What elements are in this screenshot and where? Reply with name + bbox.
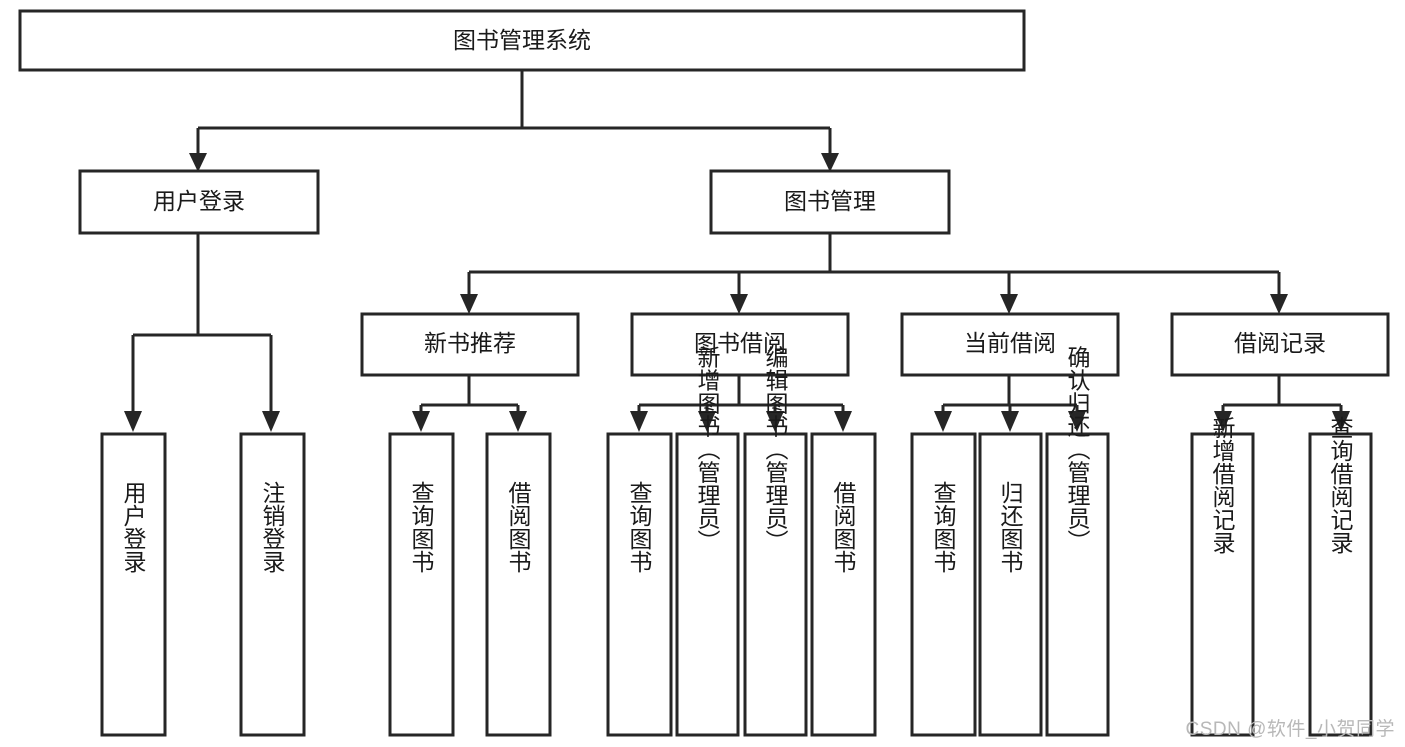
node-root-box[interactable] [18, 9, 1026, 72]
node-book-borrow-label: 图书借阅 [694, 330, 786, 356]
node-new-book-rec[interactable]: 新书推荐 [360, 312, 580, 377]
node-leaf-add-record-label: 新增借阅记录 [1209, 416, 1236, 554]
node-leaf-borrow-book-2[interactable]: 借阅图书 [810, 432, 877, 737]
arrowhead-book-mgmt [821, 153, 839, 172]
arrowhead-book-borrow [730, 294, 748, 314]
node-leaf-borrow-book-2-label: 借阅图书 [830, 481, 857, 573]
node-leaf-logout[interactable]: 注销登录 [239, 432, 306, 737]
arrowhead-leaf-edit-book [766, 411, 784, 432]
node-leaf-edit-book-box[interactable] [743, 432, 808, 737]
node-leaf-add-record-box[interactable] [1190, 432, 1255, 737]
connector-layer [124, 70, 1350, 432]
node-leaf-user-login-label: 用户登录 [120, 481, 147, 573]
node-root-label: 图书管理系统 [453, 27, 591, 53]
node-new-book-rec-label: 新书推荐 [424, 330, 516, 356]
node-leaf-borrow-book-2-box[interactable] [810, 432, 877, 737]
node-leaf-edit-book-label: 编辑图书（管理员） [762, 346, 789, 553]
arrowhead-leaf-user-login [124, 411, 142, 432]
node-leaf-add-book-box[interactable] [675, 432, 740, 737]
node-new-book-rec-box[interactable] [360, 312, 580, 377]
node-leaf-return-book-label: 归还图书 [997, 481, 1024, 573]
arrowhead-leaf-return-book [1001, 411, 1019, 432]
arrowhead-leaf-add-record [1214, 411, 1232, 432]
node-user-login-box[interactable] [78, 169, 320, 235]
arrowhead-leaf-borrow-book-2 [834, 411, 852, 432]
node-leaf-query-book-1-box[interactable] [388, 432, 455, 737]
arrowhead-leaf-query-record [1332, 411, 1350, 432]
node-leaf-return-book[interactable]: 归还图书 [978, 432, 1043, 737]
arrowhead-new-book-rec [460, 294, 478, 314]
node-leaf-add-book[interactable]: 新增图书（管理员） [675, 346, 740, 737]
node-leaf-add-book-label: 新增图书（管理员） [694, 346, 721, 553]
arrowhead-leaf-confirm-return [1068, 411, 1086, 432]
node-leaf-query-book-3-label: 查询图书 [930, 481, 957, 573]
node-leaf-borrow-book-1[interactable]: 借阅图书 [485, 432, 552, 737]
node-current-borrow-label: 当前借阅 [964, 330, 1056, 356]
node-leaf-edit-book[interactable]: 编辑图书（管理员） [743, 346, 808, 737]
node-leaf-logout-label: 注销登录 [259, 481, 286, 573]
node-leaf-query-record[interactable]: 查询借阅记录 [1308, 416, 1373, 737]
node-user-login-label: 用户登录 [153, 188, 245, 214]
arrowhead-borrow-record [1270, 294, 1288, 314]
node-leaf-add-record[interactable]: 新增借阅记录 [1190, 416, 1255, 737]
node-leaf-user-login-box[interactable] [100, 432, 167, 737]
node-current-borrow[interactable]: 当前借阅 [900, 312, 1120, 377]
arrowhead-current-borrow [1000, 294, 1018, 314]
node-current-borrow-box[interactable] [900, 312, 1120, 377]
node-root[interactable]: 图书管理系统 [18, 9, 1026, 72]
node-book-mgmt-box[interactable] [709, 169, 951, 235]
node-leaf-return-book-box[interactable] [978, 432, 1043, 737]
arrowhead-leaf-query-book-2 [630, 411, 648, 432]
node-leaf-confirm-return[interactable]: 确认归还（管理员） [1045, 346, 1110, 737]
node-leaf-query-book-2-label: 查询图书 [626, 481, 653, 573]
node-borrow-record-label: 借阅记录 [1234, 330, 1326, 356]
node-leaf-query-record-label: 查询借阅记录 [1327, 416, 1354, 554]
node-user-login[interactable]: 用户登录 [78, 169, 320, 235]
arrowhead-user-login [189, 153, 207, 172]
node-leaf-query-book-2[interactable]: 查询图书 [606, 432, 673, 737]
node-leaf-query-book-1-label: 查询图书 [408, 481, 435, 573]
node-leaf-borrow-book-1-label: 借阅图书 [505, 481, 532, 573]
node-borrow-record[interactable]: 借阅记录 [1170, 312, 1390, 377]
node-book-mgmt-label: 图书管理 [784, 188, 876, 214]
node-leaf-confirm-return-label: 确认归还（管理员） [1064, 346, 1091, 553]
node-leaf-query-record-box[interactable] [1308, 432, 1373, 737]
node-leaf-query-book-1[interactable]: 查询图书 [388, 432, 455, 737]
node-leaf-query-book-2-box[interactable] [606, 432, 673, 737]
arrowhead-leaf-borrow-book-1 [509, 411, 527, 432]
node-leaf-confirm-return-box[interactable] [1045, 432, 1110, 737]
arrowhead-leaf-query-book-1 [412, 411, 430, 432]
node-borrow-record-box[interactable] [1170, 312, 1390, 377]
arrowhead-leaf-logout [262, 411, 280, 432]
arrowhead-leaf-add-book [698, 411, 716, 432]
node-leaf-borrow-book-1-box[interactable] [485, 432, 552, 737]
node-leaf-query-book-3-box[interactable] [910, 432, 977, 737]
node-book-mgmt[interactable]: 图书管理 [709, 169, 951, 235]
node-book-borrow-box[interactable] [630, 312, 850, 377]
node-leaf-query-book-3[interactable]: 查询图书 [910, 432, 977, 737]
arrowhead-leaf-query-book-3 [934, 411, 952, 432]
node-leaf-logout-box[interactable] [239, 432, 306, 737]
node-leaf-user-login[interactable]: 用户登录 [100, 432, 167, 737]
node-book-borrow[interactable]: 图书借阅 [630, 312, 850, 377]
